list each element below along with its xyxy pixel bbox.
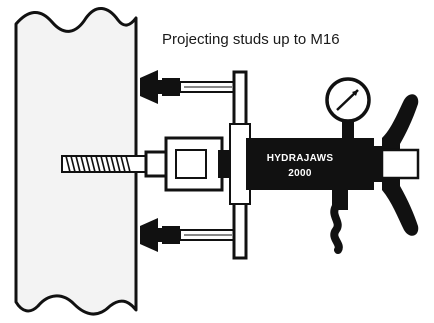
reaction-plate	[229, 70, 251, 260]
brand-label: HYDRAJAWS	[267, 153, 334, 164]
pump-body	[330, 146, 384, 254]
caption-text: Projecting studs up to M16	[162, 31, 340, 48]
model-label: 2000	[288, 168, 312, 179]
stud-jaw	[144, 136, 232, 192]
upper-support-leg	[140, 70, 237, 104]
lower-support-leg	[140, 218, 237, 252]
hydraulic-cylinder: HYDRAJAWS 2000	[246, 138, 374, 190]
t-handle	[380, 94, 420, 236]
threaded-stud	[61, 155, 149, 173]
pressure-gauge	[325, 77, 371, 140]
